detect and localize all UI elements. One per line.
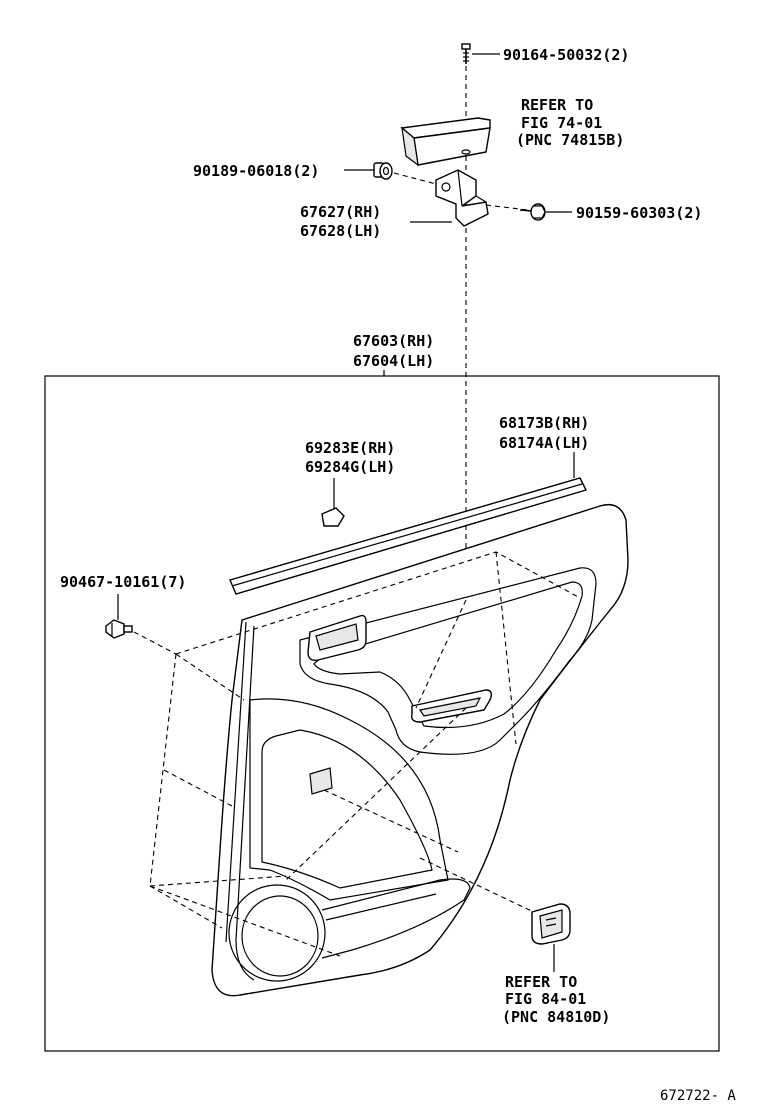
label-refer-top-1: REFER TO <box>521 96 593 114</box>
label-bracket-lh: 67628(LH) <box>300 222 381 240</box>
label-screw-top: 90164-50032(2) <box>503 46 629 64</box>
label-refer-bottom-2: FIG 84-01 <box>505 990 586 1008</box>
label-panel-rh: 67603(RH) <box>353 332 434 350</box>
dash-clip-to-bracket <box>393 172 441 186</box>
label-refer-bottom-3: (PNC 84810D) <box>502 1008 610 1026</box>
label-clip-left: 90189-06018(2) <box>193 162 319 180</box>
label-refer-bottom-1: REFER TO <box>505 973 577 991</box>
label-weatherstrip-lh: 68174A(LH) <box>499 434 589 452</box>
bracket-part-icon <box>435 169 489 227</box>
label-panel-lh: 67604(LH) <box>353 352 434 370</box>
screw-top-icon <box>461 43 471 64</box>
label-refer-top-3: (PNC 74815B) <box>516 131 624 149</box>
label-cover-lh: 69284G(LH) <box>305 458 395 476</box>
label-clip-panel: 90467-10161(7) <box>60 573 186 591</box>
window-switch-icon <box>531 903 571 945</box>
panel-dash-lines <box>149 551 581 957</box>
panel-frame <box>44 375 720 1052</box>
label-screw-right: 90159-60303(2) <box>576 204 702 222</box>
label-bracket-rh: 67627(RH) <box>300 203 381 221</box>
cover-part-icon <box>321 507 345 527</box>
clip-panel-icon <box>105 619 133 639</box>
screw-right-icon <box>519 203 546 221</box>
clip-left-icon <box>373 162 393 180</box>
figure-id: 672722- A <box>660 1088 736 1104</box>
dash-clip-to-panel <box>133 631 177 655</box>
label-refer-top-2: FIG 74-01 <box>521 114 602 132</box>
label-cover-rh: 69283E(RH) <box>305 439 395 457</box>
label-weatherstrip-rh: 68173B(RH) <box>499 414 589 432</box>
weatherstrip-part-icon <box>229 477 587 595</box>
pocket-part-icon <box>400 117 491 167</box>
door-trim-panel-icon <box>211 503 629 997</box>
dash-bracket-to-screw <box>485 204 529 211</box>
